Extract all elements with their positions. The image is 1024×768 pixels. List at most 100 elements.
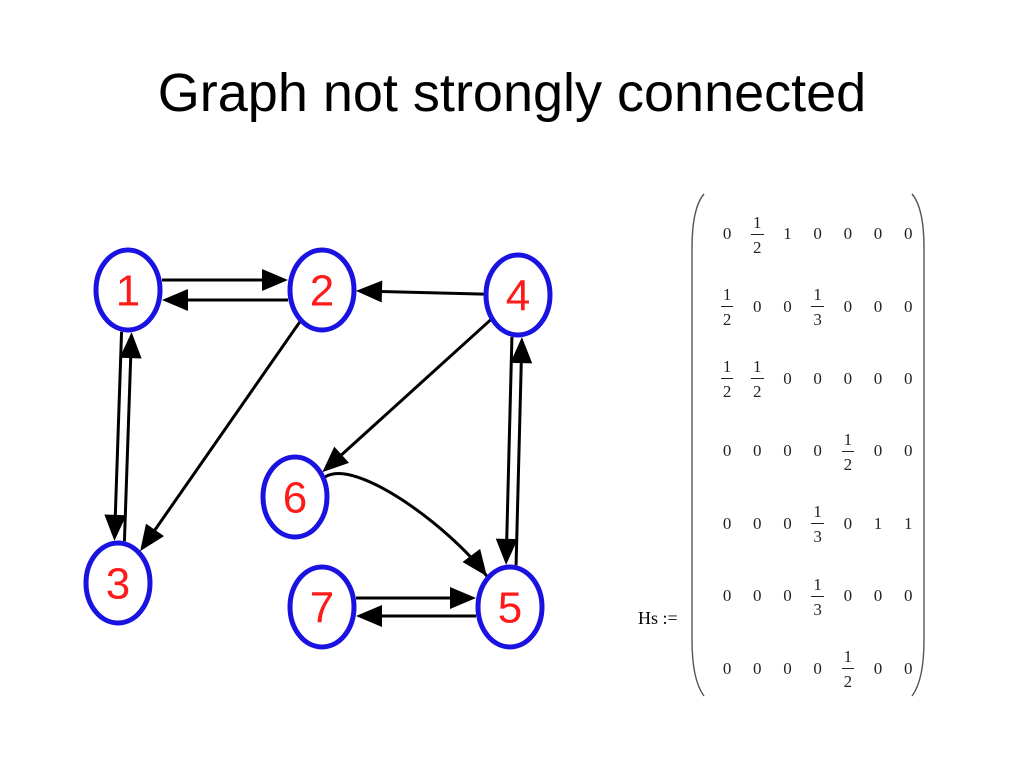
matrix-cell: 0 (753, 513, 762, 533)
matrix-cell: 0 (813, 441, 822, 461)
matrix-cell: 0 (903, 368, 913, 388)
edge-2-to-3 (140, 320, 302, 552)
edge-5-to-4 (510, 337, 533, 566)
node-2: 2 (287, 247, 357, 333)
arrowhead (262, 269, 288, 291)
arrowhead (162, 289, 188, 311)
edge-7-to-5 (356, 587, 476, 609)
edge-6-to-5 (324, 472, 489, 578)
node-7: 7 (287, 564, 357, 650)
matrix-cell: 0 (903, 224, 913, 244)
matrix-cell: 0 (753, 441, 762, 461)
matrix-cell: 0 (722, 513, 732, 533)
matrix-cell: 0 (873, 296, 883, 316)
matrix-cell: 0 (843, 513, 853, 533)
matrix-cell: 0 (843, 296, 853, 316)
matrix-cell: 0 (843, 224, 853, 244)
node-label: 6 (283, 474, 307, 523)
node-circle (287, 564, 357, 650)
matrix-cell: 0 (873, 368, 883, 388)
node-circle (475, 564, 545, 650)
fraction-denominator: 2 (753, 237, 762, 257)
node-label: 5 (498, 584, 522, 633)
fraction-numerator: 1 (720, 358, 734, 380)
edge-line (375, 289, 485, 296)
node-circle (260, 454, 330, 540)
fraction-denominator: 3 (813, 527, 822, 547)
arrowhead (450, 587, 476, 609)
matrix-cell: 1 (903, 513, 913, 533)
node-label: 7 (310, 584, 334, 633)
matrix-cell: 0 (783, 513, 792, 533)
right-parenthesis (911, 193, 925, 697)
fraction-denominator: 2 (843, 454, 853, 474)
fraction-numerator: 1 (720, 286, 734, 308)
node-label: 4 (506, 272, 530, 321)
matrix-cell: 0 (783, 586, 792, 606)
node-6: 6 (260, 454, 330, 540)
node-label: 2 (310, 267, 334, 316)
matrix-cell: 0 (753, 658, 762, 678)
fraction-numerator: 1 (811, 286, 824, 308)
node-label: 1 (116, 267, 140, 316)
arrowhead (510, 337, 533, 364)
matrix-cell: 0 (843, 368, 853, 388)
arrowhead (119, 332, 142, 359)
fraction-denominator: 3 (813, 310, 822, 330)
arrowhead (356, 605, 382, 627)
node-label: 3 (106, 560, 130, 609)
fraction-numerator: 1 (841, 648, 855, 670)
edge-line (514, 357, 523, 566)
fraction-numerator: 1 (811, 576, 824, 597)
edge-1-to-3 (104, 331, 127, 541)
fraction-denominator: 2 (753, 382, 762, 402)
edge-line (122, 352, 133, 542)
edge-3-to-1 (119, 332, 142, 542)
arrowhead (495, 538, 518, 565)
fraction-denominator: 2 (843, 672, 853, 692)
matrix-cell: 0 (813, 224, 822, 244)
arrowhead (462, 548, 487, 577)
fraction-denominator: 2 (722, 382, 732, 402)
edge-2-to-1 (162, 289, 288, 311)
matrix-cell: 0 (753, 296, 762, 316)
matrix-cell: 0 (873, 224, 883, 244)
node-circle (287, 247, 357, 333)
matrix-cell: 0 (722, 658, 732, 678)
matrix-cell: 0 (813, 368, 822, 388)
edge-line (505, 336, 514, 545)
matrix-cell: 0 (722, 586, 732, 606)
edge-line (150, 320, 302, 536)
matrix-cell: 0 (753, 586, 762, 606)
edge-line (324, 472, 489, 578)
edge-line (113, 331, 124, 521)
fraction-numerator: 1 (841, 431, 855, 452)
matrix-cell: 1 (873, 513, 883, 533)
directed-graph: 1 2 3 4 5 6 7 (83, 247, 553, 650)
matrix-cell: 0 (873, 441, 883, 461)
matrix-cell: 0 (873, 658, 883, 678)
fraction-numerator: 1 (811, 503, 824, 525)
node-4: 4 (483, 252, 553, 338)
node-1: 1 (93, 247, 163, 333)
edge-4-to-6 (322, 318, 492, 473)
node-3: 3 (83, 540, 153, 626)
edge-line (336, 318, 492, 460)
matrix-cell: 0 (783, 658, 792, 678)
node-circle (93, 247, 163, 333)
